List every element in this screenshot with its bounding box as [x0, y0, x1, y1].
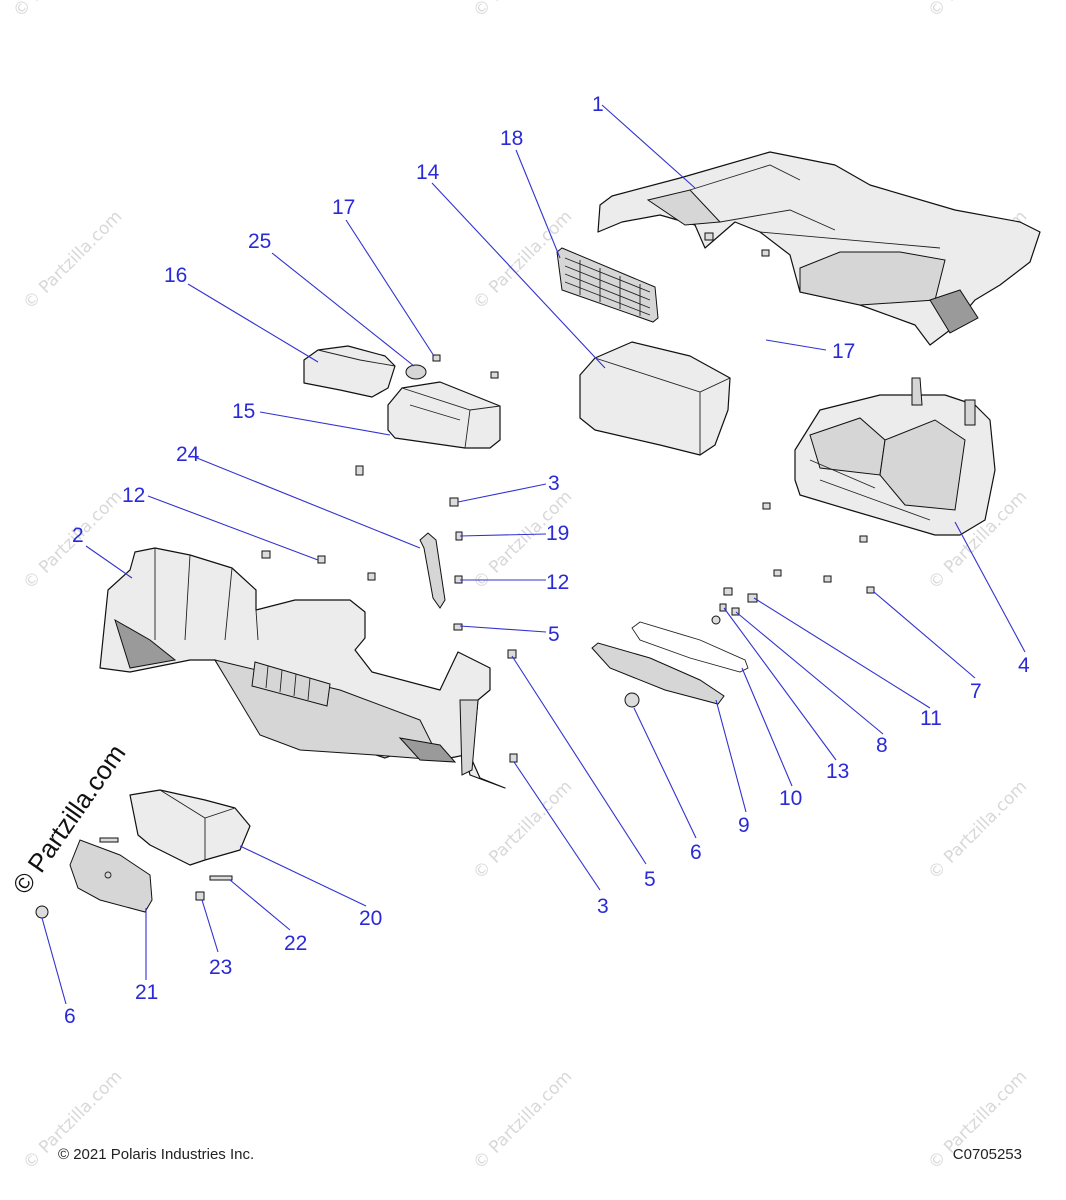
part-14-storage-bin — [579, 341, 731, 456]
part-16-cover — [303, 345, 396, 398]
watermark: © Partzilla.com — [9, 0, 116, 22]
part-20-glove-box-lower — [129, 789, 251, 866]
callout-20: 20 — [359, 907, 382, 930]
part-9-lid — [591, 642, 725, 705]
callout-5: 5 — [548, 623, 560, 646]
callout-16: 16 — [164, 264, 187, 287]
callout-8: 8 — [876, 734, 888, 757]
callout-17: 17 — [832, 340, 855, 363]
part-2-dash-main — [99, 547, 506, 789]
watermark: © Partzilla.com — [469, 1067, 576, 1174]
callout-22: 22 — [284, 932, 307, 955]
callout-13: 13 — [826, 760, 849, 783]
callout-6: 6 — [64, 1005, 76, 1028]
hardware-fasteners — [35, 232, 875, 919]
callout-4: 4 — [1018, 654, 1030, 677]
callout-23: 23 — [209, 956, 232, 979]
watermark: © Partzilla.com — [924, 777, 1031, 884]
callout-10: 10 — [779, 787, 802, 810]
callout-9: 9 — [738, 814, 750, 837]
part-24-bracket — [419, 532, 446, 609]
callout-7: 7 — [970, 680, 982, 703]
callout-1: 1 — [592, 93, 604, 116]
watermark: © Partzilla.com — [469, 0, 576, 22]
callout-3: 3 — [597, 895, 609, 918]
callout-21: 21 — [135, 981, 158, 1004]
callout-17: 17 — [332, 196, 355, 219]
callout-6: 6 — [690, 841, 702, 864]
copyright-text: © 2021 Polaris Industries Inc. — [58, 1146, 255, 1163]
callout-24: 24 — [176, 443, 200, 466]
callout-19: 19 — [546, 522, 569, 545]
part-18-grille — [556, 247, 659, 323]
callout-14: 14 — [416, 161, 440, 184]
part-1-upper-dash-panel — [597, 151, 1041, 346]
part-15-glove-box — [387, 381, 501, 449]
watermark: © Partzilla.com — [924, 0, 1031, 22]
drawing-number: C0705253 — [952, 1146, 1022, 1163]
callout-2: 2 — [72, 524, 84, 547]
callout-25: 25 — [248, 230, 271, 253]
part-10-seal — [631, 621, 749, 673]
callout-12: 12 — [122, 484, 145, 507]
callout-15: 15 — [232, 400, 255, 423]
callout-3: 3 — [548, 472, 560, 495]
callout-12: 12 — [546, 571, 569, 594]
part-4-air-box — [794, 377, 996, 536]
part-25-cap — [405, 364, 427, 380]
callout-5: 5 — [644, 868, 656, 891]
watermark: © Partzilla.com — [19, 207, 126, 314]
callout-labels: 1 18 14 17 25 16 15 24 12 2 3 19 12 5 17… — [64, 93, 1030, 1028]
callout-18: 18 — [500, 127, 523, 150]
part-21-door — [69, 839, 153, 913]
callout-11: 11 — [920, 707, 942, 730]
leader-lines — [41, 104, 1026, 1005]
